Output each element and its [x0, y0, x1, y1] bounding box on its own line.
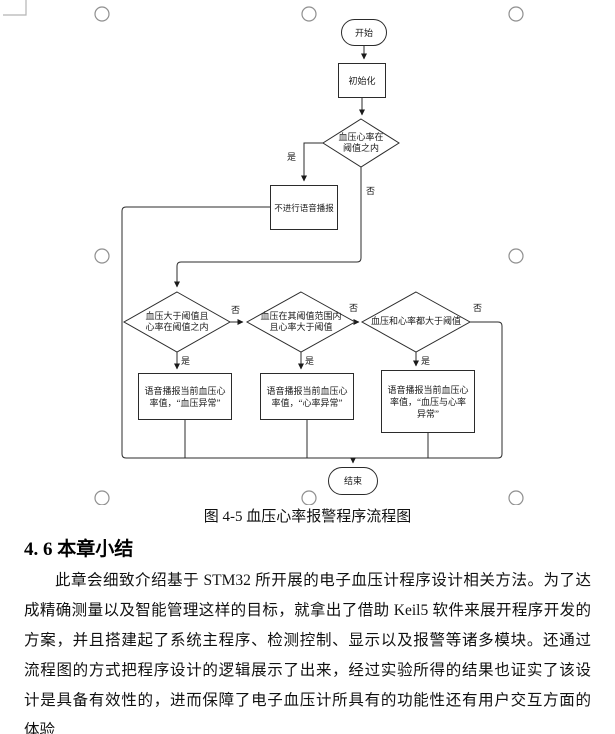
- connector-left-bypass-merge: [121, 206, 503, 459]
- init-node-label: 初始化: [348, 75, 376, 86]
- init-node[interactable]: 初始化: [338, 63, 386, 98]
- decision-shapes: [122, 118, 472, 353]
- edge-label-yes-bp: 是: [181, 356, 191, 366]
- edge-label-yes-hr: 是: [305, 356, 315, 366]
- no-broadcast-label: 不进行语音播报: [274, 202, 334, 213]
- summary-line-3: 方案，并且搭建起了系统主程序、检测控制、显示以及报警等诸多模块。还通过: [24, 632, 591, 649]
- edge-label-no-both: 否: [473, 303, 483, 313]
- summary-line-4: 流程图的方式把程序设计的逻辑展示了出来，经过实验所得的结果也证实了该设: [24, 662, 591, 679]
- alert-both-node[interactable]: 语音播报当前血压心 率值，“血压与心率 异常”: [381, 370, 475, 433]
- canvas-selection-handles: [94, 6, 524, 505]
- alert-bp-line2: 率值，“血压异常”: [149, 397, 221, 408]
- connector-no-decision-bp: [174, 167, 362, 288]
- end-node[interactable]: 结束: [328, 467, 378, 495]
- summary-line-1: 此章会细致介绍基于 STM32 所开展的电子血压计程序设计相关方法。为了达: [55, 572, 591, 589]
- figure-caption: 图 4-5 血压心率报警程序流程图: [203, 509, 412, 525]
- edge-label-no-hr: 否: [349, 303, 359, 313]
- canvas-handle-middle-right[interactable]: [508, 248, 524, 264]
- alert-bp-node[interactable]: 语音播报当前血压心 率值，“血压异常”: [138, 373, 232, 420]
- connector-yes-nobroadcast: [301, 142, 323, 182]
- canvas-handle-middle-left[interactable]: [94, 248, 110, 264]
- alert-both-line3: 异常”: [417, 408, 439, 419]
- alert-hr-line1: 语音播报当前血压心: [266, 385, 348, 396]
- no-broadcast-node[interactable]: 不进行语音播报: [270, 185, 338, 230]
- summary-line-5: 计是具备有效性的，进而保障了电子血压计所具有的功能性还有用户交互方面的: [24, 692, 591, 709]
- decision-hr-diamond[interactable]: [245, 291, 357, 353]
- canvas-handle-top-middle[interactable]: [301, 6, 317, 22]
- end-node-label: 结束: [343, 476, 362, 486]
- edge-label-yes-both: 是: [421, 356, 431, 366]
- canvas-handle-bottom-left[interactable]: [94, 490, 110, 505]
- start-node-label: 开始: [354, 27, 373, 38]
- summary-line-6: 体验: [24, 722, 56, 734]
- canvas-handle-bottom-middle[interactable]: [301, 490, 317, 505]
- summary-line-2: 成精确测量以及智能管理这样的目标，就拿出了借助 Keil5 软件来展开程序开发的: [24, 602, 591, 619]
- canvas-handle-top-right[interactable]: [508, 6, 524, 22]
- edge-label-yes-main: 是: [287, 152, 297, 162]
- section-heading: 4. 6 本章小结: [24, 539, 134, 560]
- canvas-handle-bottom-right[interactable]: [508, 490, 524, 505]
- summary-paragraph: 此章会细致介绍基于 STM32 所开展的电子血压计程序设计相关方法。为了达 成精…: [24, 566, 591, 734]
- alert-both-line2: 率值，“血压与心率: [390, 396, 466, 407]
- decision-both-diamond[interactable]: [360, 291, 472, 353]
- edge-label-no-bp: 否: [231, 305, 241, 315]
- start-node[interactable]: 开始: [341, 19, 387, 46]
- canvas-handle-top-left[interactable]: [94, 6, 110, 22]
- alert-bp-line1: 语音播报当前血压心: [144, 385, 226, 396]
- alert-both-line1: 语音播报当前血压心: [387, 384, 469, 395]
- flowchart-canvas[interactable]: [0, 0, 615, 505]
- alert-hr-node[interactable]: 语音播报当前血压心 率值，“心率异常”: [260, 373, 354, 420]
- decision-bp-diamond[interactable]: [122, 291, 232, 353]
- alert-hr-line2: 率值，“心率异常”: [271, 397, 343, 408]
- margin-crop-mark: [3, 0, 27, 16]
- edge-label-no-main: 否: [366, 186, 376, 196]
- decision-main-diamond[interactable]: [322, 118, 400, 168]
